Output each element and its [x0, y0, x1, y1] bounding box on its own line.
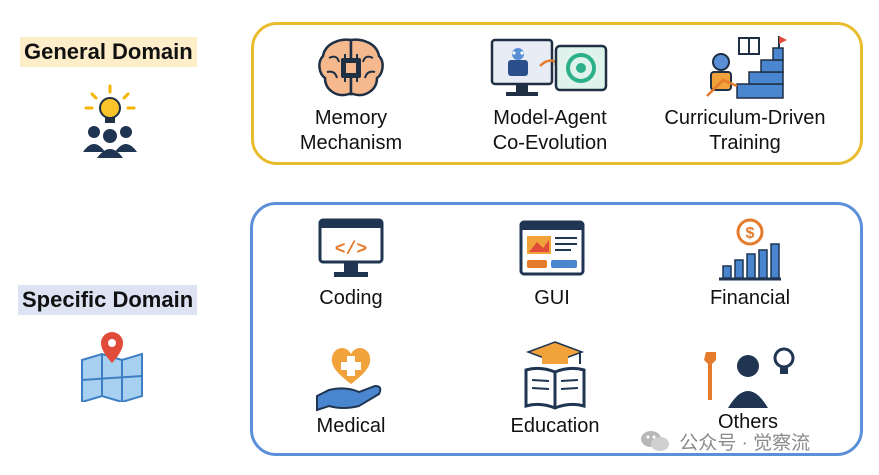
specific-domain-title: Specific Domain: [18, 285, 198, 315]
curriculum-label-line1: Curriculum-Driven: [664, 107, 826, 129]
map-pin-icon: [78, 330, 148, 402]
education-item: Education: [497, 340, 613, 439]
gui-item: GUI: [497, 218, 607, 311]
wechat-icon: [640, 428, 670, 460]
others-label: Others: [717, 411, 779, 433]
watermark: 公众号 · 觉察流: [640, 428, 810, 460]
coding-item: </> Coding: [296, 218, 406, 311]
model-agent-label-line2: Co-Evolution: [492, 132, 608, 154]
book-graduation-icon: [497, 340, 613, 412]
model-agent-label-line1: Model-Agent: [493, 107, 607, 129]
coding-label: Coding: [319, 287, 383, 309]
financial-item: $ Financial: [690, 218, 810, 311]
specific-domain-box: [250, 202, 863, 456]
model-agent-coevolution-item: Model-Agent Co-Evolution: [470, 36, 630, 156]
brain-chip-icon: [281, 36, 421, 102]
svg-text:$: $: [746, 225, 755, 242]
robot-monitor-icon: [470, 36, 630, 102]
watermark-text: 公众号 · 觉察流: [679, 433, 811, 455]
medical-hand-icon: [296, 340, 406, 412]
svg-text:</>: </>: [335, 240, 367, 260]
memory-mechanism-item: Memory Mechanism: [281, 36, 421, 156]
person-tools-icon: [696, 344, 800, 410]
others-item: Others: [696, 344, 800, 435]
medical-item: Medical: [296, 340, 406, 439]
lightbulb-team-icon: [78, 84, 142, 160]
robot-stairs-icon: [655, 36, 835, 102]
education-label: Education: [510, 415, 600, 437]
code-monitor-icon: </>: [296, 218, 406, 280]
curriculum-label-line2: Training: [709, 132, 781, 154]
general-domain-title: General Domain: [20, 37, 197, 67]
memory-mechanism-label-line2: Mechanism: [299, 132, 403, 154]
dollar-chart-icon: $: [690, 218, 810, 282]
general-domain-box: [251, 22, 863, 165]
gui-window-icon: [497, 218, 607, 278]
financial-label: Financial: [709, 287, 791, 309]
gui-label: GUI: [534, 287, 570, 309]
curriculum-driven-training-item: Curriculum-Driven Training: [655, 36, 835, 156]
medical-label: Medical: [316, 415, 386, 437]
memory-mechanism-label-line1: Memory: [314, 107, 388, 129]
